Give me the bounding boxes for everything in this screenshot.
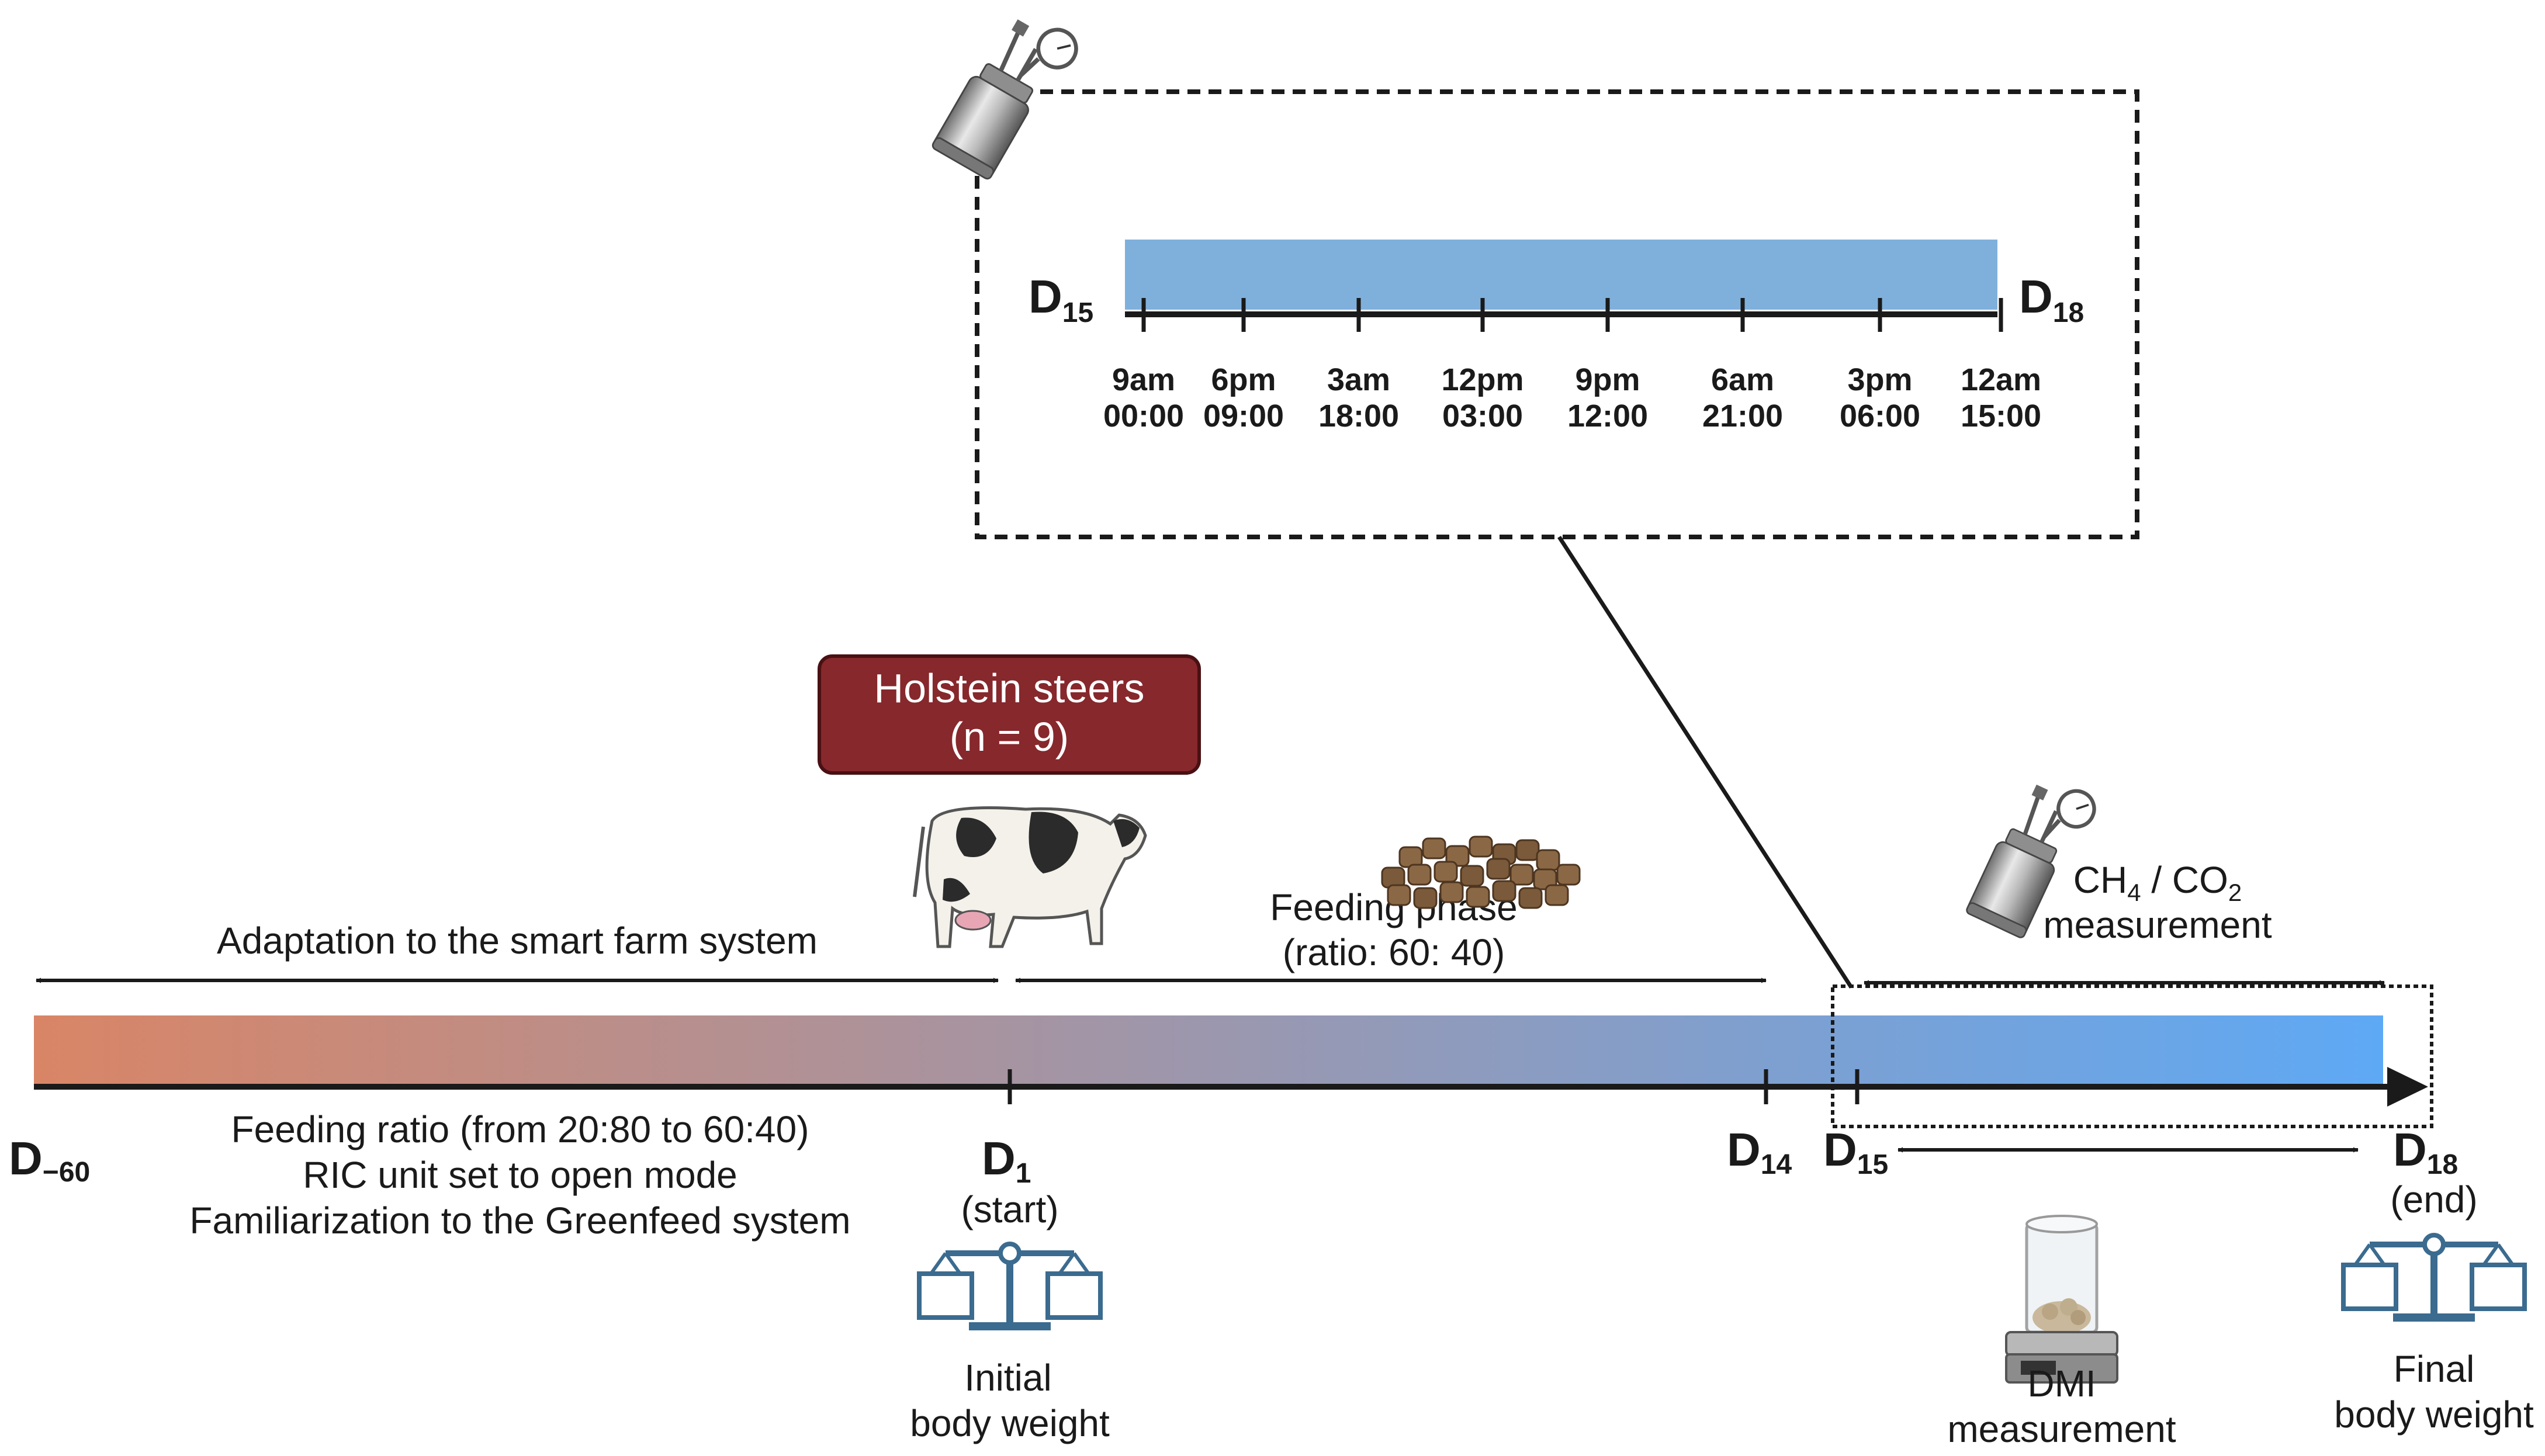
gas-canister-icon (931, 2, 1083, 186)
zoom-tick-label-clock: 3pm (1847, 362, 1912, 397)
zoom-period-bar (1125, 240, 1997, 310)
dmi-label-2: measurement (1947, 1408, 2176, 1450)
day-label-d15: D15 (1823, 1124, 1888, 1180)
zoom-tick-label-elapsed: 00:00 (1103, 398, 1184, 434)
main-timeline: Adaptation to the smart farm system Feed… (9, 859, 2478, 1242)
feed-pellet (1466, 886, 1490, 908)
feed-pellet (1556, 864, 1581, 886)
final-weight-label-2: body weight (2334, 1393, 2534, 1436)
zoom-right-day-label: D18 (2019, 271, 2084, 328)
gas-measurement-label: CH4 / CO2 (2073, 859, 2242, 906)
feed-pellet (1536, 849, 1560, 871)
adaptation-note-3: Familiarization to the Greenfeed system (189, 1200, 850, 1242)
day-label-d18: D18 (2393, 1124, 2458, 1180)
dmi-label-1: DMI (2027, 1363, 2096, 1405)
day-label-d14: D14 (1727, 1124, 1792, 1180)
adaptation-note-1: Feeding ratio (from 20:80 to 60:40) (231, 1108, 809, 1150)
zoom-tick-label-elapsed: 18:00 (1318, 398, 1399, 434)
adaptation-note-2: RIC unit set to open mode (303, 1154, 737, 1196)
timeline-arrowhead (2387, 1067, 2428, 1107)
zoom-inset-frame (975, 89, 2139, 539)
balance-scale-icon (2343, 1235, 2525, 1322)
feeding-ratio-label: (ratio: 60: 40) (1283, 931, 1505, 973)
final-weight-label-1: Final (2394, 1348, 2475, 1390)
measurement-window-highlight (1831, 984, 2433, 1128)
balance-scale-icon (919, 1244, 1100, 1330)
zoom-tick-label-clock: 9am (1112, 362, 1175, 397)
zoom-tick-label-elapsed: 06:00 (1840, 398, 1920, 434)
day-label-d1-note: (start) (961, 1188, 1058, 1230)
initial-weight-label-1: Initial (964, 1357, 1051, 1399)
feed-pellet (1518, 887, 1543, 909)
zoom-tick-label-clock: 6am (1711, 362, 1774, 397)
feed-pellet (1492, 880, 1516, 902)
zoom-tick-label-elapsed: 21:00 (1702, 398, 1783, 434)
holstein-badge-title: Holstein steers (874, 665, 1145, 711)
feed-pellet (1509, 864, 1534, 886)
zoom-tick-label-clock: 12am (1961, 362, 2041, 397)
feed-pellet (1469, 836, 1493, 858)
feed-pellet (1433, 861, 1458, 883)
holstein-badge-count: (n = 9) (950, 714, 1069, 760)
feed-pellet (1413, 887, 1438, 909)
lab-scale-icon (2005, 1215, 2118, 1384)
gas-measurement-label-2: measurement (2043, 904, 2272, 946)
zoom-tick-label-clock: 6pm (1211, 362, 1276, 397)
day-label-d1: D1 (982, 1132, 1031, 1189)
zoom-connector-line (1557, 536, 1853, 989)
zoom-tick-label-elapsed: 03:00 (1442, 398, 1523, 434)
feed-pellet (1422, 837, 1446, 859)
initial-weight-label-2: body weight (910, 1402, 1110, 1444)
feed-pellet (1486, 858, 1511, 880)
zoom-tick-label-elapsed: 09:00 (1203, 398, 1284, 434)
zoom-tick-label-clock: 3am (1327, 362, 1390, 397)
zoom-left-day-label: D15 (1029, 271, 1093, 328)
holstein-badge: Holstein steers (n = 9) (818, 654, 1201, 775)
zoom-tick-label-clock: 12pm (1441, 362, 1523, 397)
feed-pellet (1545, 884, 1569, 906)
feed-pellet (1460, 865, 1484, 887)
zoom-tick-label-clock: 9pm (1575, 362, 1640, 397)
holstein-badge-box (818, 654, 1201, 775)
cow-icon (913, 806, 1147, 948)
feed-pellet (1515, 839, 1540, 861)
adaptation-label: Adaptation to the smart farm system (217, 920, 818, 962)
timeline-gradient-bar (34, 1015, 2383, 1084)
feed-pellet (1439, 881, 1464, 903)
feed-pellets-icon (1381, 836, 1581, 909)
day-label-start: D−60 (9, 1132, 90, 1188)
feed-pellet (1407, 864, 1432, 886)
feed-pellet (1387, 884, 1411, 906)
zoom-tick-label-elapsed: 12:00 (1567, 398, 1648, 434)
day-label-d18-note: (end) (2390, 1178, 2477, 1221)
zoom-tick-label-elapsed: 15:00 (1961, 398, 2041, 434)
